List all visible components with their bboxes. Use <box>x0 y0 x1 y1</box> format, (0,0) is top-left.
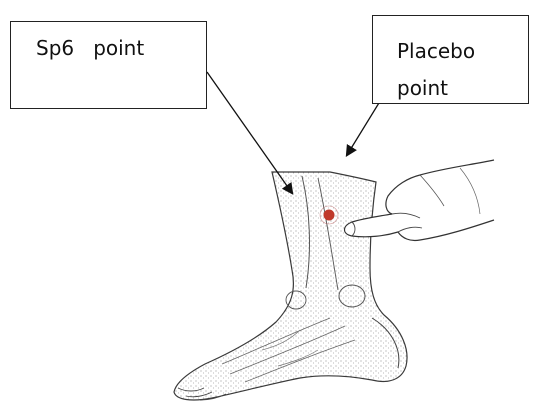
acupoint-dot-icon <box>324 210 335 221</box>
sp6-label: Sp6 point <box>36 38 144 58</box>
placebo-label-line2: point <box>397 78 448 98</box>
sp6-label-box <box>10 21 207 109</box>
placebo-label-line1: Placebo <box>397 41 475 61</box>
sp6-arrow <box>207 72 292 193</box>
leg-outline <box>174 172 407 400</box>
